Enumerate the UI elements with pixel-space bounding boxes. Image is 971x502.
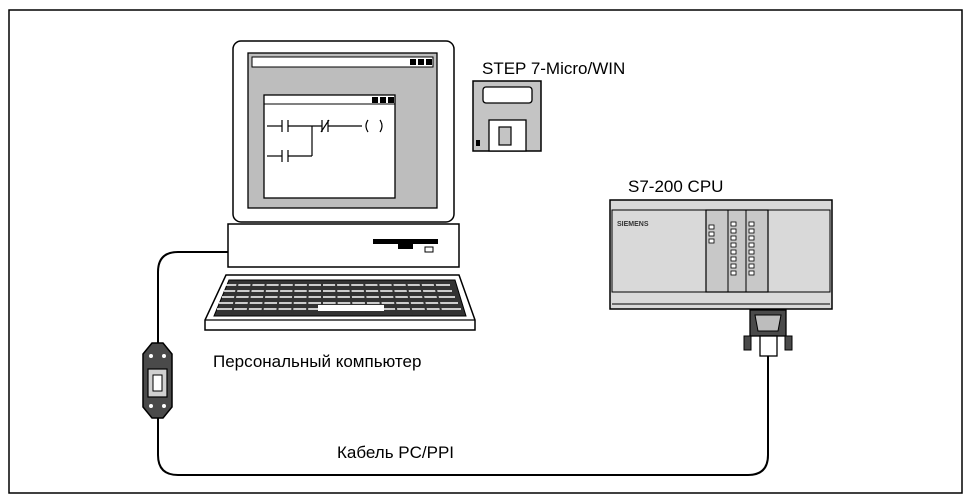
- pc-ppi-converter-icon: [142, 342, 173, 419]
- pc-label: Персональный компьютер: [213, 352, 422, 371]
- keyboard-icon: [204, 274, 476, 331]
- plc-cpu-module: [609, 199, 833, 310]
- computer-monitor-icon: [232, 40, 455, 223]
- floppy-disk-icon: [472, 80, 542, 152]
- ladder-logic-window: [263, 94, 396, 199]
- plc-brand-label: SIEMENS: [617, 221, 649, 228]
- system-unit: [227, 223, 460, 268]
- cable: [157, 251, 769, 476]
- frame: [8, 9, 963, 494]
- db9-connector-icon: [743, 309, 793, 357]
- cpu-label: S7-200 CPU: [628, 177, 724, 196]
- software-label: STEP 7-Micro/WIN: [482, 59, 626, 78]
- cable-label: Кабель PC/PPI: [337, 443, 455, 462]
- ladder-rung: [267, 119, 383, 162]
